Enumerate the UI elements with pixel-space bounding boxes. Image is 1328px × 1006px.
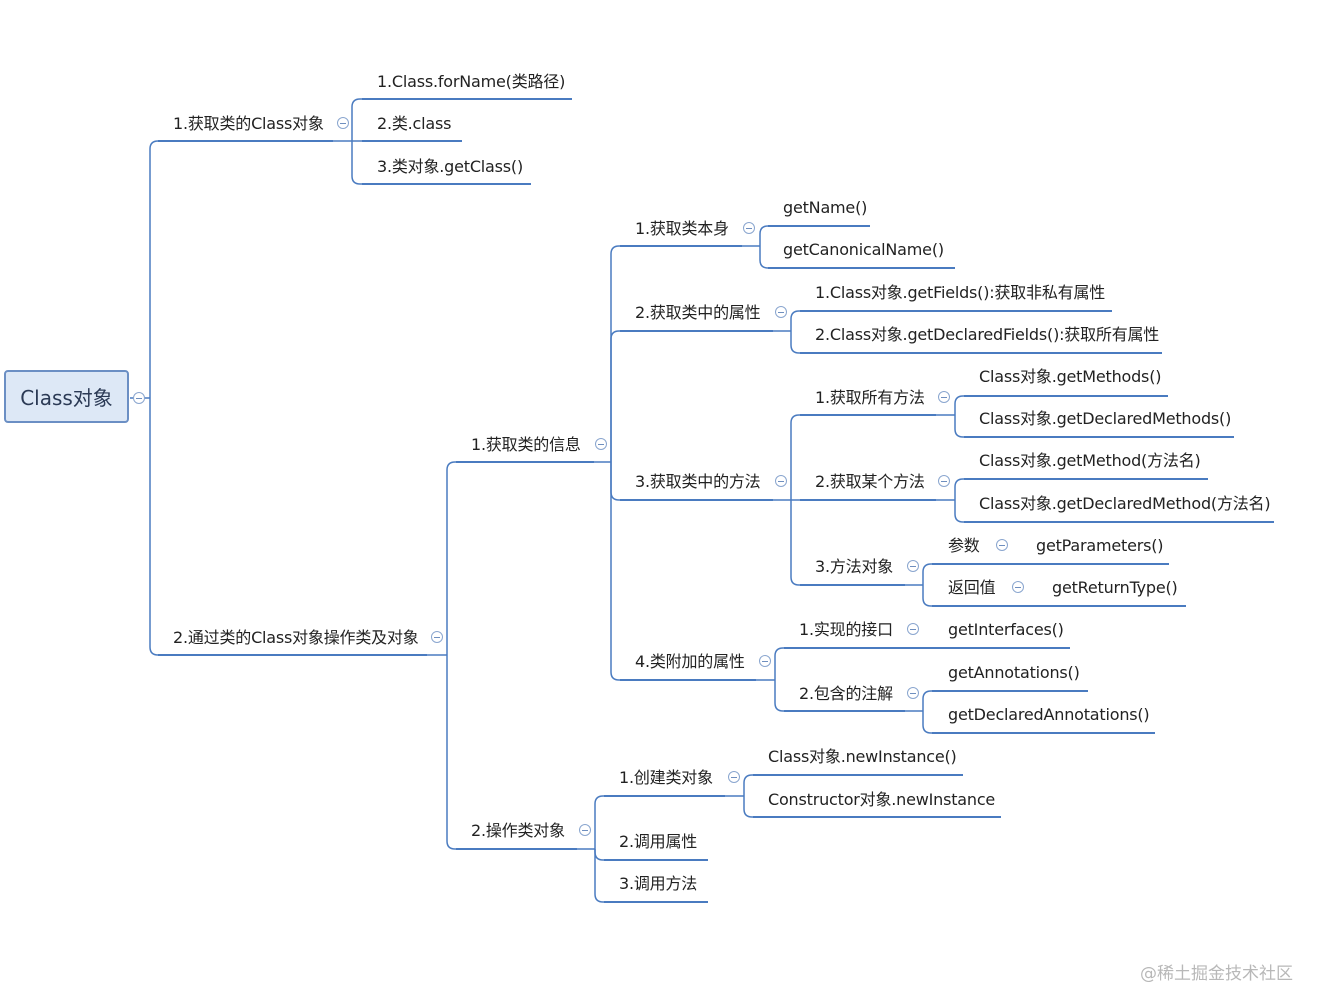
node-getdeclaredannotations[interactable]: getDeclaredAnnotations() (948, 705, 1150, 724)
collapse-toggle-return[interactable] (1012, 581, 1024, 593)
node-get-class-info[interactable]: 1.获取类的信息 (471, 435, 581, 454)
collapse-toggle-create[interactable] (728, 771, 740, 783)
collapse-toggle-methods[interactable] (775, 475, 787, 487)
collapse-toggle-extra[interactable] (759, 655, 771, 667)
node-get-class[interactable]: 3.类对象.getClass() (377, 157, 524, 176)
bracket-extra-branch-0 (774, 647, 784, 680)
bracket-root-branch-1 (149, 398, 159, 656)
node-getmethods[interactable]: Class对象.getMethods() (979, 367, 1162, 386)
node-get-class-object[interactable]: 1.获取类的Class对象 (173, 114, 324, 133)
collapse-toggle-all-methods[interactable] (938, 391, 950, 403)
node-class-extra[interactable]: 4.类附加的属性 (635, 652, 745, 671)
bracket-info-branch-3 (610, 462, 620, 681)
node-get-class-self[interactable]: 1.获取类本身 (635, 219, 729, 238)
bracket-self-branch-0 (759, 225, 769, 246)
collapse-toggle-fields[interactable] (775, 306, 787, 318)
node-class-forname[interactable]: 1.Class.forName(类路径) (377, 72, 566, 91)
node-call-attribute[interactable]: 2.调用属性 (619, 832, 698, 851)
bracket-b1-branch-0 (351, 98, 362, 141)
bracket-fields-branch-0 (790, 310, 800, 331)
node-constructor-newinstance[interactable]: Constructor对象.newInstance (768, 790, 996, 809)
bracket-ops-branch-1 (594, 849, 604, 861)
bracket-create-branch-1 (743, 796, 753, 818)
node-get-declared-fields[interactable]: 2.Class对象.getDeclaredFields():获取所有属性 (815, 325, 1160, 344)
node-get-fields[interactable]: 2.获取类中的属性 (635, 303, 761, 322)
collapse-toggle-interfaces[interactable] (907, 623, 919, 635)
node-operate-object[interactable]: 2.操作类对象 (471, 821, 565, 840)
node-params[interactable]: 参数 (948, 536, 980, 555)
node-call-method[interactable]: 3.调用方法 (619, 874, 698, 893)
collapse-toggle-params[interactable] (996, 539, 1008, 551)
bracket-ops-branch-2 (594, 849, 604, 903)
bracket-all-branch-1 (954, 415, 964, 438)
node-getinterfaces[interactable]: getInterfaces() (948, 620, 1064, 639)
collapse-toggle-self[interactable] (743, 222, 755, 234)
bracket-one-branch-1 (954, 500, 964, 523)
node-getdeclaredmethods[interactable]: Class对象.getDeclaredMethods() (979, 409, 1232, 428)
node-operate-class[interactable]: 2.通过类的Class对象操作类及对象 (173, 628, 419, 647)
bracket-all-branch-0 (954, 395, 964, 415)
node-method-object[interactable]: 3.方法对象 (815, 557, 894, 576)
node-getreturntype[interactable]: getReturnType() (1052, 578, 1178, 597)
bracket-fields-branch-1 (790, 331, 800, 354)
bracket-b2-branch-1 (446, 655, 456, 850)
bracket-one-branch-0 (954, 478, 964, 500)
bracket-anno-branch-1 (922, 711, 932, 734)
collapse-toggle-operate[interactable] (579, 824, 591, 836)
bracket-obj-branch-0 (922, 563, 932, 585)
node-get-all-methods[interactable]: 1.获取所有方法 (815, 388, 925, 407)
bracket-root-branch-0 (149, 140, 159, 398)
collapse-toggle-root[interactable] (133, 392, 145, 404)
node-get-canonical-name[interactable]: getCanonicalName() (783, 240, 944, 259)
node-get-fields-public[interactable]: 1.Class对象.getFields():获取非私有属性 (815, 283, 1106, 302)
bracket-info-branch-2 (610, 462, 620, 501)
root-node[interactable]: Class对象 (4, 370, 129, 423)
node-class-newinstance[interactable]: Class对象.newInstance() (768, 747, 957, 766)
node-get-one-method[interactable]: 2.获取某个方法 (815, 472, 925, 491)
bracket-ops-branch-0 (594, 795, 604, 849)
bracket-create-branch-0 (743, 774, 753, 796)
bracket-info-branch-1 (610, 330, 620, 462)
root-label: Class对象 (20, 386, 113, 410)
bracket-extra-branch-1 (774, 680, 784, 712)
collapse-toggle-branch2[interactable] (431, 631, 443, 643)
node-annotations[interactable]: 2.包含的注解 (799, 684, 893, 703)
collapse-toggle-annotations[interactable] (907, 687, 919, 699)
bracket-obj-branch-1 (922, 585, 932, 607)
node-interfaces[interactable]: 1.实现的接口 (799, 620, 893, 639)
bracket-self-branch-1 (759, 246, 769, 269)
node-get-methods[interactable]: 3.获取类中的方法 (635, 472, 761, 491)
node-return-value[interactable]: 返回值 (948, 578, 996, 597)
collapse-toggle-one-method[interactable] (938, 475, 950, 487)
node-getdeclaredmethod[interactable]: Class对象.getDeclaredMethod(方法名) (979, 494, 1271, 513)
bracket-b2-branch-0 (446, 461, 456, 655)
node-getparameters[interactable]: getParameters() (1036, 536, 1164, 555)
collapse-toggle-method-object[interactable] (907, 560, 919, 572)
bracket-methods-branch-2 (790, 500, 800, 586)
node-create-object[interactable]: 1.创建类对象 (619, 768, 713, 787)
node-getmethod[interactable]: Class对象.getMethod(方法名) (979, 451, 1201, 470)
node-get-name[interactable]: getName() (783, 198, 868, 217)
bracket-b1-branch-2 (351, 141, 362, 185)
bracket-anno-branch-0 (922, 690, 932, 711)
bracket-info-branch-0 (610, 245, 620, 462)
collapse-toggle-info[interactable] (595, 438, 607, 450)
bracket-methods-branch-0 (790, 414, 800, 500)
node-class-literal[interactable]: 2.类.class (377, 114, 452, 133)
collapse-toggle-branch1[interactable] (337, 117, 349, 129)
node-getannotations[interactable]: getAnnotations() (948, 663, 1080, 682)
watermark: @稀土掘金技术社区 (1140, 964, 1293, 984)
